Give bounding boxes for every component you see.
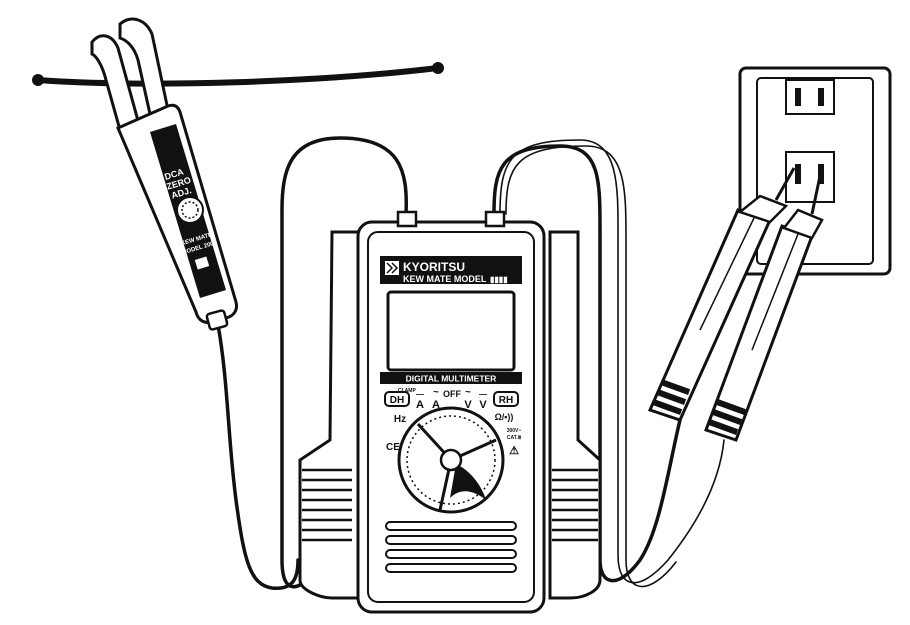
brand-bar — [380, 256, 522, 284]
test-probe-2 — [704, 175, 824, 442]
clamp-logo-icon — [194, 256, 210, 270]
dh-button[interactable] — [384, 391, 410, 407]
wall-outlet — [738, 66, 892, 276]
holster-left — [298, 230, 364, 600]
cables — [32, 62, 725, 590]
model-name: KEW MATE MODEL — [403, 274, 487, 284]
hz-label: Hz — [394, 414, 406, 425]
dh-label: DH — [390, 395, 404, 406]
dca-symbol: — — [416, 390, 424, 399]
multimeter: KYORITSU KEW MATE MODEL ▮▮▮▮ DIGITAL MUL… — [298, 210, 602, 614]
ce-mark: CE — [386, 442, 400, 453]
rh-label: RH — [499, 395, 513, 406]
test-probe-1 — [647, 167, 796, 422]
clamp-sensor: DCA ZERO ADJ. KEW MATE MODEL 2000 — [90, 17, 238, 331]
brand-name: KYORITSU — [403, 260, 465, 274]
jack-right — [484, 210, 506, 228]
clamp-sensor-cable — [216, 323, 300, 590]
aca-label: A — [432, 399, 440, 411]
cat-voltage: 300V~ — [507, 428, 522, 434]
dcv-symbol: — — [479, 390, 487, 399]
panel-label: DIGITAL MULTIMETER — [406, 374, 497, 384]
acv-symbol: ~ — [465, 387, 471, 398]
model-number-mark: ▮▮▮▮ — [490, 275, 508, 284]
warning-icon: ⚠ — [509, 445, 519, 457]
acv-label: V — [464, 399, 472, 411]
lcd-display — [386, 290, 516, 372]
jack-left — [396, 210, 418, 228]
zero-adj-knob[interactable] — [176, 196, 204, 224]
rotary-switch[interactable] — [397, 406, 505, 514]
aca-symbol: ~ — [433, 387, 439, 398]
cat-rating: CAT.Ⅲ — [507, 434, 522, 441]
left-jack-cable — [280, 136, 409, 589]
dca-label: A — [416, 399, 424, 411]
outlet-socket-bottom — [785, 151, 835, 203]
outlet-socket-top — [785, 79, 835, 115]
right-jack-cable-b — [499, 139, 725, 584]
ohm-continuity-label: Ω/•)) — [495, 412, 514, 422]
clamp-label: CLAMP — [398, 388, 416, 394]
rh-button[interactable] — [493, 391, 519, 407]
holster-right — [548, 230, 602, 600]
conductor-wire — [35, 65, 441, 87]
off-label: OFF — [443, 389, 461, 399]
dcv-label: V — [479, 399, 487, 411]
